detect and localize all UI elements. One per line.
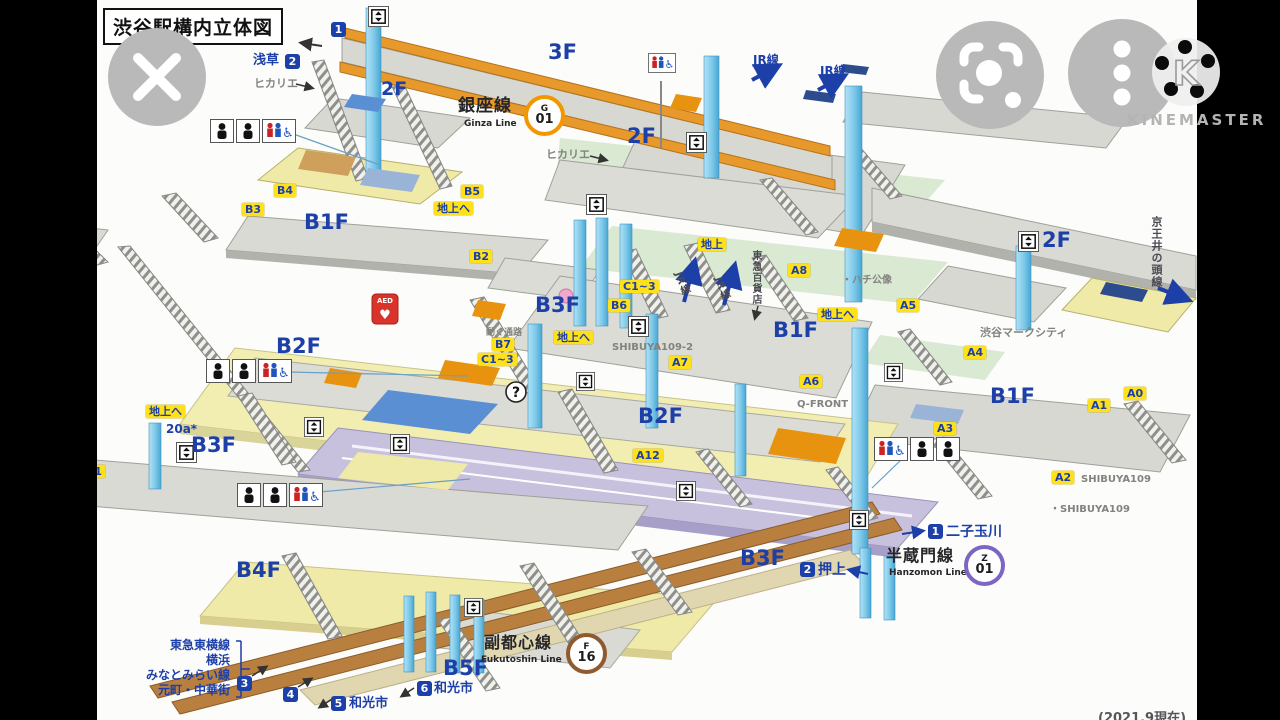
diagram-floors (19, 91, 1197, 715)
lens-icon (959, 42, 1023, 108)
elevator-icon (676, 481, 696, 501)
person-icon (210, 119, 234, 143)
elevator-icon (390, 434, 410, 454)
elevator-icon (628, 316, 649, 337)
svg-text:?: ? (512, 385, 520, 401)
pictogram-icons: AED ♥ ? (176, 6, 1039, 617)
close-button[interactable] (108, 28, 206, 126)
person-icon (237, 483, 261, 507)
elevator-icon (849, 510, 869, 530)
destination-bracket (236, 640, 250, 698)
kinemaster-logo: K (1152, 38, 1220, 106)
restroom-icon (258, 359, 292, 383)
escalator-icon (304, 417, 324, 437)
restroom-icon (262, 119, 296, 143)
restroom-icon (874, 437, 908, 461)
restroom-icon (648, 53, 676, 73)
person-icon (263, 483, 287, 507)
kebab-menu-icon (1113, 40, 1131, 106)
destination-item: 横浜 (205, 653, 230, 667)
gates-and-objects (298, 64, 1148, 464)
destination-item: 元町・中華街 (157, 683, 230, 697)
person-icon (910, 437, 934, 461)
connector-lines (284, 130, 904, 494)
image-search-button[interactable] (936, 21, 1044, 129)
information-icon: ? (505, 381, 527, 403)
elevator-icon (176, 442, 197, 463)
person-icon (936, 437, 960, 461)
elevator-icon (576, 372, 595, 391)
kinemaster-watermark: KINEMASTER (1127, 111, 1267, 129)
elevator-icon (464, 598, 483, 617)
person-icon (206, 359, 230, 383)
meeting-point-marker (558, 288, 574, 304)
restroom-icon (289, 483, 323, 507)
letterbox-left (0, 0, 97, 720)
svg-text:♥: ♥ (379, 308, 391, 323)
destination-list: 東急東横線横浜みなとみらい線元町・中華街 (112, 638, 230, 698)
svg-text:K: K (1173, 54, 1201, 94)
aed-icon: AED ♥ (371, 293, 399, 325)
destination-item: 東急東横線 (169, 638, 230, 652)
elevator-icon (1018, 231, 1039, 252)
person-icon (232, 359, 256, 383)
elevator-icon (686, 132, 707, 153)
letterbox-right (1197, 0, 1280, 720)
elevator-icon (586, 194, 607, 215)
elevator-icon (884, 363, 903, 382)
person-icon (236, 119, 260, 143)
elevator-icon (368, 6, 389, 27)
direction-arrows (236, 37, 1194, 709)
date-stamp: (2021.9現在) (1098, 711, 1187, 720)
close-icon (133, 53, 181, 101)
destination-item: みなとみらい線 (145, 668, 230, 682)
svg-text:AED: AED (377, 297, 393, 305)
